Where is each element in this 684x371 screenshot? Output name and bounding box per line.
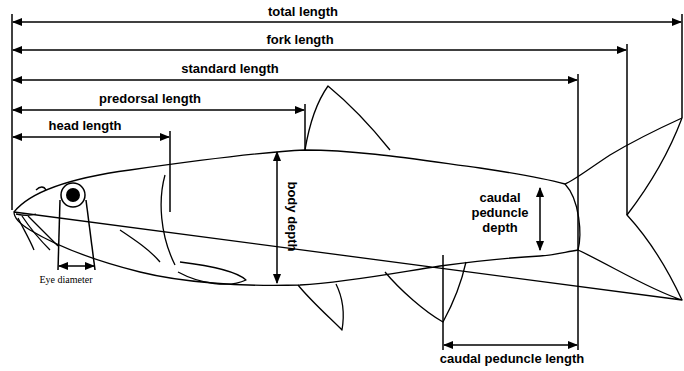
dimension-label: head length <box>49 118 122 133</box>
dimension-label: predorsal length <box>99 91 201 106</box>
dimension-label: total length <box>268 4 338 19</box>
dimension-label: standard length <box>181 61 279 76</box>
dimension-label: caudal peduncle depth <box>465 190 535 235</box>
dimension-label: body depth <box>284 181 299 251</box>
dimension-label: caudal peduncle length <box>440 351 584 366</box>
dimension-label: Eye diameter <box>39 272 92 287</box>
dimension-label: fork length <box>266 32 333 47</box>
